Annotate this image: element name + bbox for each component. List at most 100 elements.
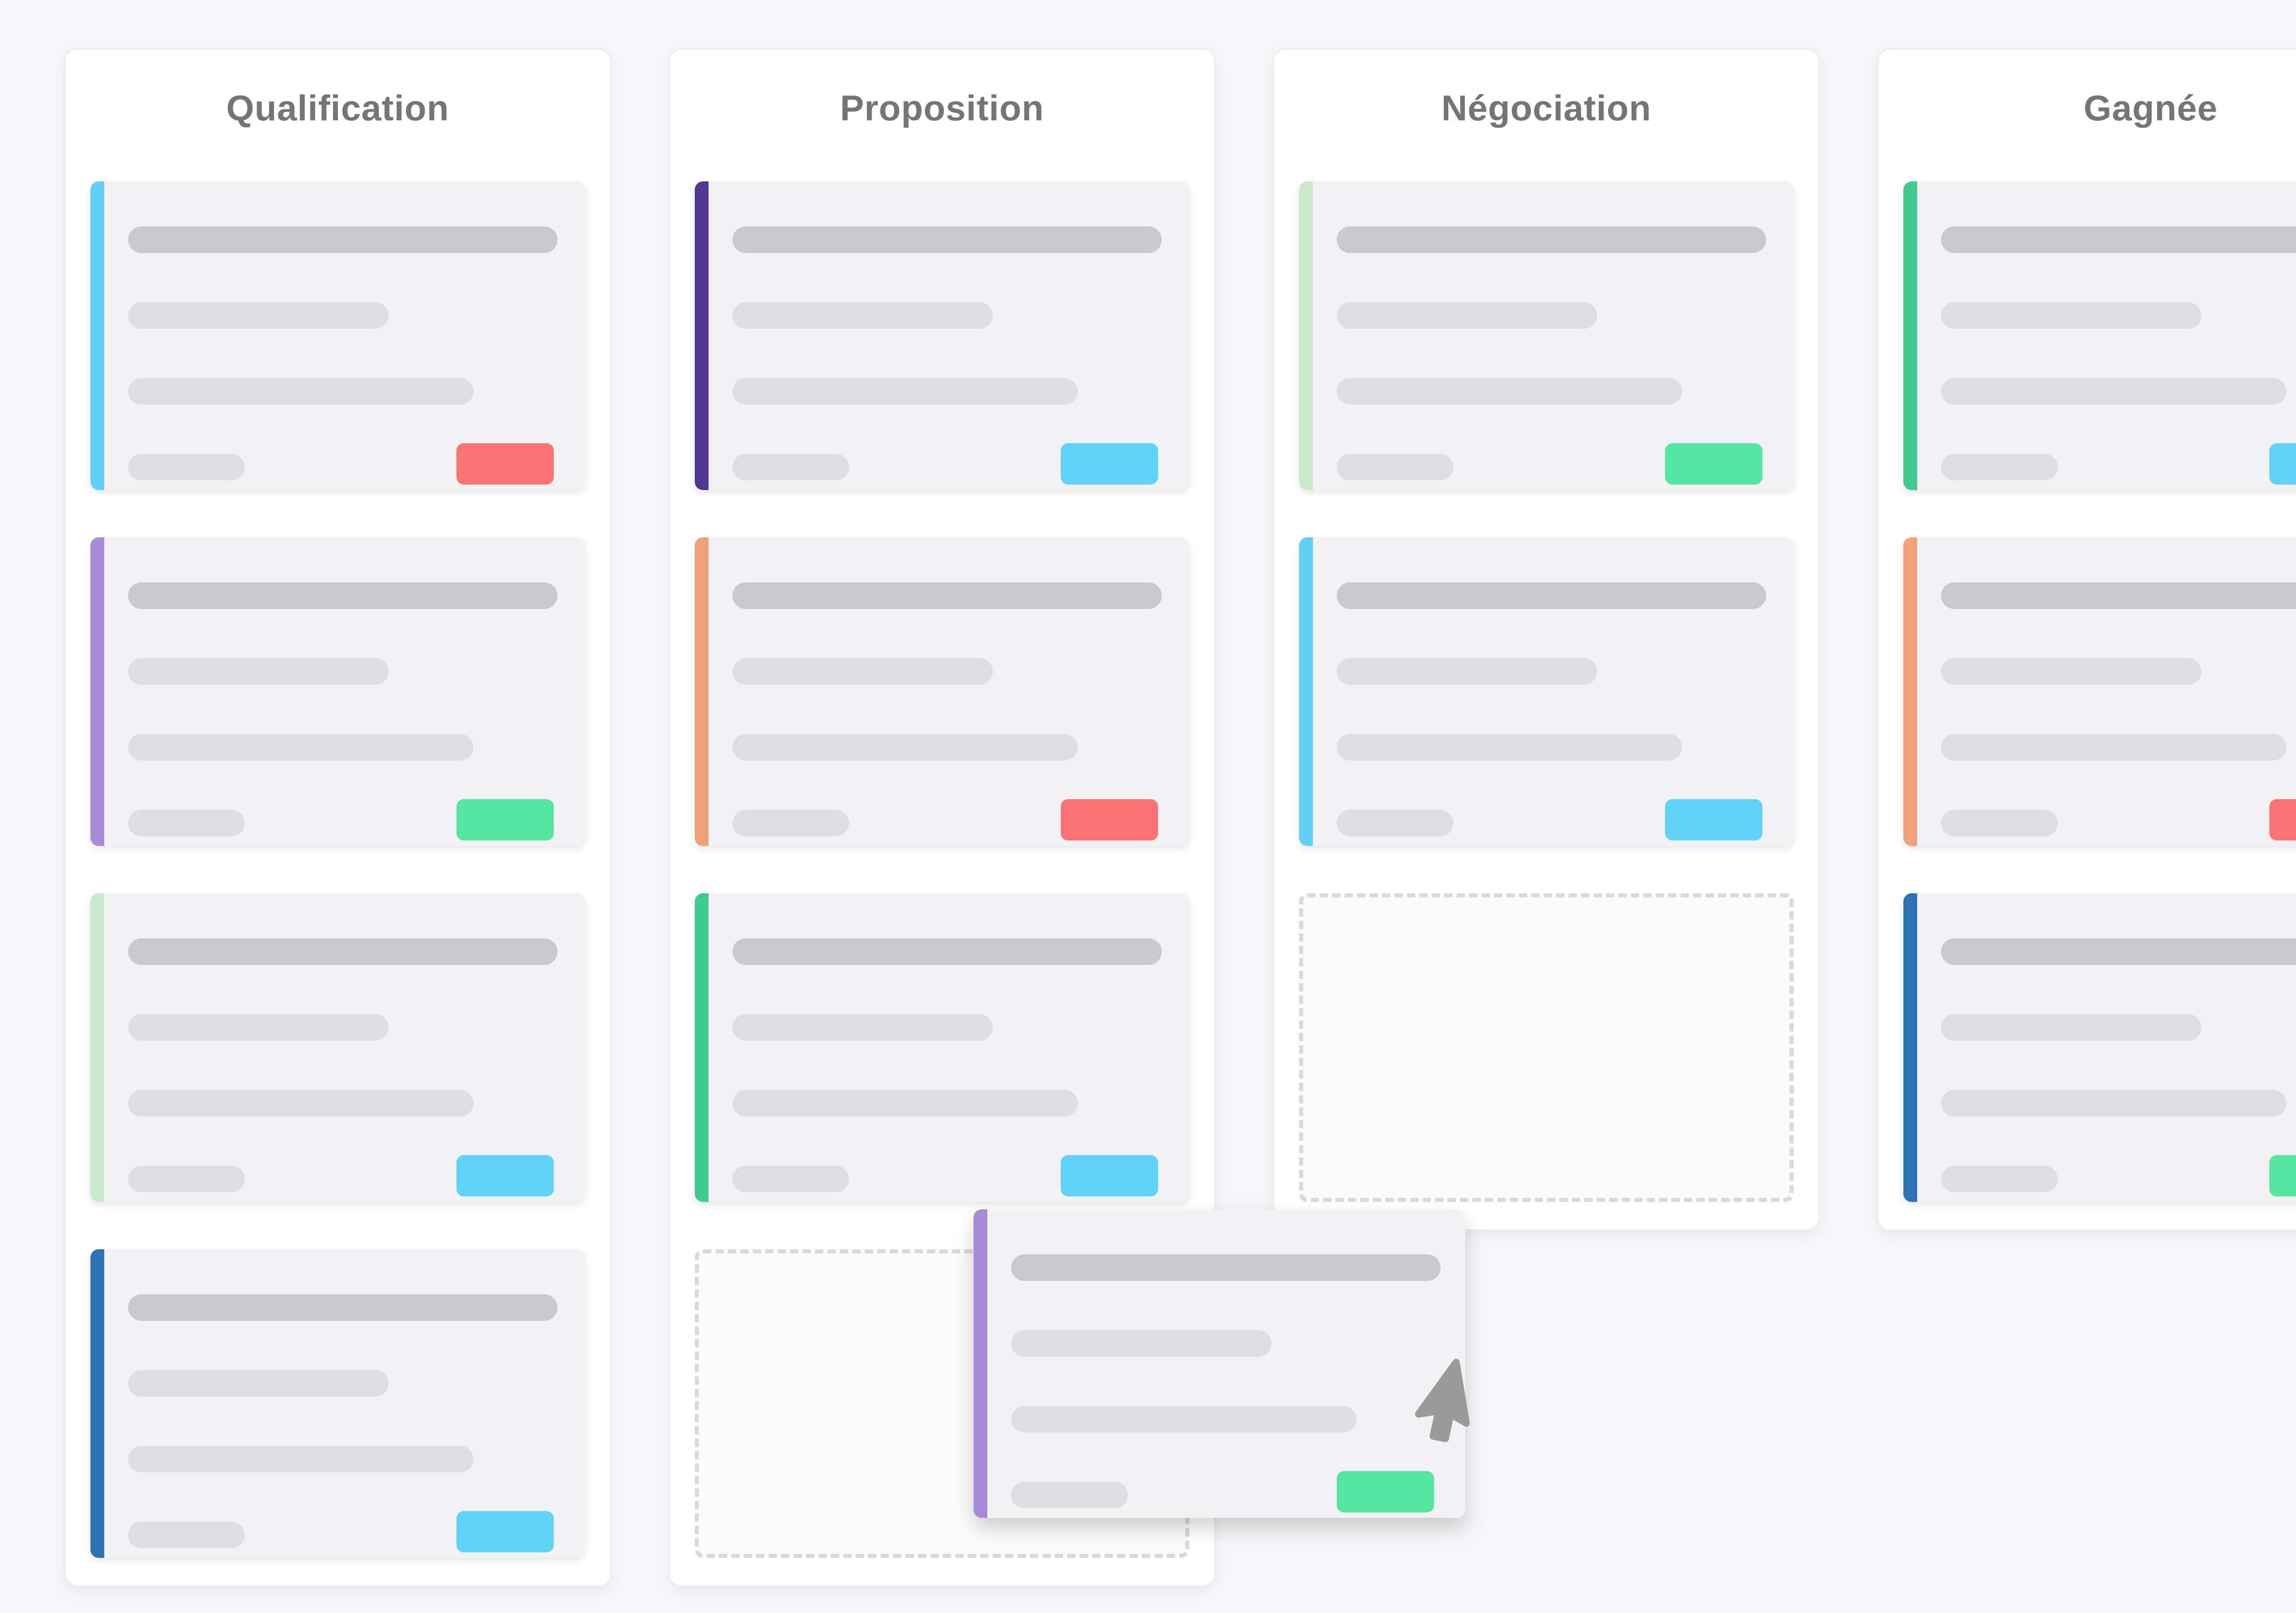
status-badge [2269, 443, 2296, 485]
card-accent-bar [695, 537, 709, 846]
deal-card[interactable] [695, 893, 1189, 1202]
card-accent-bar [1299, 181, 1313, 490]
column-card-list [1879, 181, 2296, 1202]
status-badge [1665, 799, 1762, 840]
card-line-placeholder [732, 1014, 993, 1041]
card-title-placeholder [1941, 226, 2296, 253]
card-line-placeholder [128, 1446, 473, 1472]
deal-card[interactable] [1299, 537, 1794, 846]
card-line-placeholder [732, 302, 993, 329]
status-badge [1061, 799, 1158, 840]
card-line-placeholder [1011, 1482, 1128, 1508]
status-badge [1337, 1471, 1434, 1512]
card-line-placeholder [1941, 454, 2058, 480]
card-accent-bar [1903, 893, 1917, 1202]
column-card-list [66, 181, 610, 1558]
deal-card[interactable] [695, 181, 1189, 490]
column-title: Négociation [1441, 88, 1652, 128]
card-title-placeholder [732, 582, 1162, 609]
card-line-placeholder [1941, 1166, 2058, 1192]
card-line-placeholder [128, 658, 388, 685]
deal-card[interactable] [1903, 537, 2296, 846]
card-line-placeholder [1337, 302, 1597, 329]
pipeline-column-gagnee: Gagnée [1877, 48, 2296, 1231]
card-title-placeholder [128, 938, 557, 965]
status-badge [2269, 799, 2296, 840]
deal-card[interactable] [90, 1249, 585, 1558]
card-line-placeholder [1337, 734, 1682, 761]
deal-card[interactable] [90, 181, 585, 490]
column-title: Gagnée [2083, 88, 2218, 128]
drop-zone[interactable] [1299, 893, 1794, 1202]
card-line-placeholder [128, 1166, 245, 1192]
card-title-placeholder [128, 226, 557, 253]
card-line-placeholder [1941, 378, 2286, 405]
column-title: Qualification [226, 88, 450, 128]
card-title-placeholder [1337, 226, 1766, 253]
status-badge [456, 1511, 554, 1552]
card-line-placeholder [128, 734, 473, 761]
deal-card[interactable] [90, 893, 585, 1202]
card-line-placeholder [128, 1014, 388, 1041]
status-badge [456, 799, 554, 840]
card-title-placeholder [732, 226, 1162, 253]
card-accent-bar [695, 893, 709, 1202]
deal-card[interactable] [695, 537, 1189, 846]
deal-card[interactable] [1903, 181, 2296, 490]
card-accent-bar [695, 181, 709, 490]
card-line-placeholder [1337, 658, 1597, 685]
deal-card[interactable] [90, 537, 585, 846]
column-card-list [1274, 181, 1818, 1202]
card-accent-bar [90, 893, 104, 1202]
card-line-placeholder [1941, 1090, 2286, 1117]
pipeline-column-negociation: Négociation [1273, 48, 1820, 1231]
card-line-placeholder [1941, 810, 2058, 836]
card-line-placeholder [732, 1166, 849, 1192]
card-title-placeholder [128, 582, 557, 609]
card-accent-bar [1299, 537, 1313, 846]
status-badge [1665, 443, 1762, 485]
mouse-pointer-icon [1415, 1359, 1470, 1443]
status-badge [456, 443, 554, 485]
card-line-placeholder [128, 1090, 473, 1117]
card-line-placeholder [732, 1090, 1078, 1117]
card-line-placeholder [1941, 1014, 2201, 1041]
pipeline-column-proposition: Proposition [669, 48, 1216, 1587]
card-line-placeholder [1941, 302, 2201, 329]
deal-card[interactable] [1903, 893, 2296, 1202]
card-line-placeholder [128, 454, 245, 480]
card-line-placeholder [1337, 810, 1453, 836]
pipeline-column-qualification: Qualification [64, 48, 611, 1587]
card-line-placeholder [732, 658, 993, 685]
card-line-placeholder [1011, 1330, 1272, 1357]
card-accent-bar [90, 1249, 104, 1558]
card-line-placeholder [128, 810, 245, 836]
card-title-placeholder [128, 1294, 557, 1321]
card-accent-bar [90, 181, 104, 490]
card-line-placeholder [732, 454, 849, 480]
card-title-placeholder [732, 938, 1162, 965]
status-badge [2269, 1155, 2296, 1196]
card-line-placeholder [732, 810, 849, 836]
status-badge [456, 1155, 554, 1196]
deal-card[interactable] [1299, 181, 1794, 490]
card-line-placeholder [1011, 1406, 1356, 1433]
card-line-placeholder [1337, 378, 1682, 405]
column-title: Proposition [840, 88, 1044, 128]
card-line-placeholder [128, 1370, 388, 1397]
card-line-placeholder [128, 302, 388, 329]
card-accent-bar [1903, 181, 1917, 490]
card-line-placeholder [1941, 734, 2286, 761]
dragged-deal-card[interactable] [974, 1209, 1465, 1518]
status-badge [1061, 1155, 1158, 1196]
card-title-placeholder [1941, 938, 2296, 965]
card-line-placeholder [1337, 454, 1453, 480]
card-accent-bar [1903, 537, 1917, 846]
card-line-placeholder [128, 1522, 245, 1548]
card-line-placeholder [1941, 658, 2201, 685]
card-accent-bar [974, 1209, 987, 1518]
card-title-placeholder [1337, 582, 1766, 609]
status-badge [1061, 443, 1158, 485]
card-line-placeholder [732, 378, 1078, 405]
